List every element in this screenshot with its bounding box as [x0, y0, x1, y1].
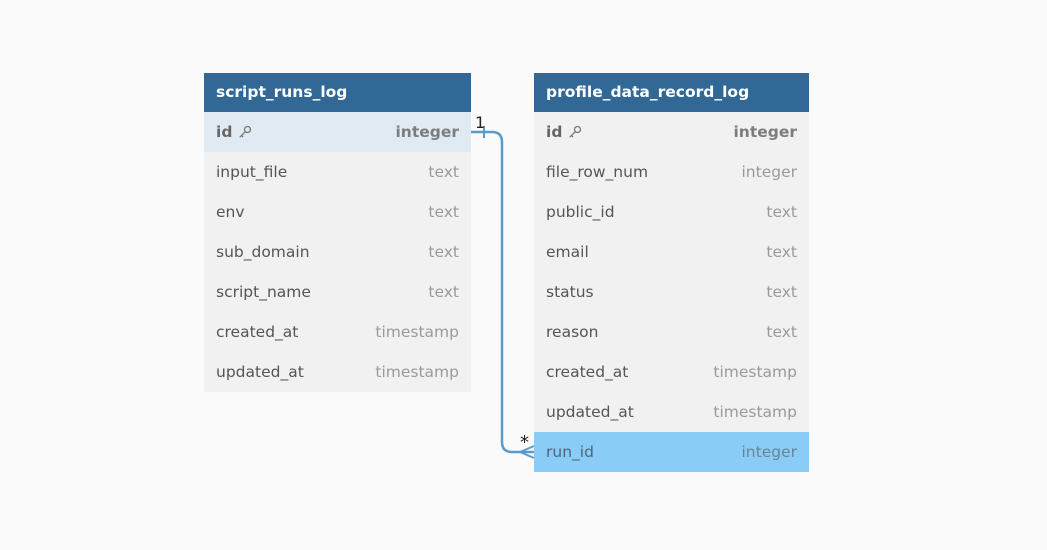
field-row-status[interactable]: status text: [534, 272, 809, 312]
field-name: id: [546, 123, 563, 141]
field-row-script-name[interactable]: script_name text: [204, 272, 471, 312]
field-type: timestamp: [713, 363, 797, 381]
field-type: timestamp: [375, 323, 459, 341]
field-row-email[interactable]: email text: [534, 232, 809, 272]
field-row-run-id[interactable]: run_id integer: [534, 432, 809, 472]
key-icon: [239, 125, 252, 138]
field-type: integer: [733, 123, 797, 141]
field-type: text: [766, 203, 797, 221]
field-row-env[interactable]: env text: [204, 192, 471, 232]
table-profile-data-record-log[interactable]: profile_data_record_log id integer file_…: [534, 73, 809, 472]
field-name: status: [546, 283, 594, 301]
field-name: email: [546, 243, 589, 261]
field-row-created-at[interactable]: created_at timestamp: [204, 312, 471, 352]
field-type: text: [766, 243, 797, 261]
table-header[interactable]: script_runs_log: [204, 73, 471, 112]
field-type: integer: [741, 443, 798, 461]
field-name: script_name: [216, 283, 311, 301]
field-row-input-file[interactable]: input_file text: [204, 152, 471, 192]
table-header[interactable]: profile_data_record_log: [534, 73, 809, 112]
field-type: integer: [395, 123, 459, 141]
field-row-created-at[interactable]: created_at timestamp: [534, 352, 809, 392]
field-type: text: [428, 163, 459, 181]
field-type: timestamp: [713, 403, 797, 421]
cardinality-one-label: 1: [475, 113, 486, 132]
field-name: updated_at: [216, 363, 304, 381]
field-row-id[interactable]: id integer: [534, 112, 809, 152]
field-type: text: [428, 203, 459, 221]
field-type: integer: [741, 163, 798, 181]
key-icon: [569, 125, 582, 138]
field-name: env: [216, 203, 245, 221]
field-row-updated-at[interactable]: updated_at timestamp: [204, 352, 471, 392]
field-name: input_file: [216, 163, 288, 181]
field-name: updated_at: [546, 403, 634, 421]
field-type: timestamp: [375, 363, 459, 381]
field-name: sub_domain: [216, 243, 310, 261]
field-name: public_id: [546, 203, 615, 221]
field-row-sub-domain[interactable]: sub_domain text: [204, 232, 471, 272]
field-row-id[interactable]: id integer: [204, 112, 471, 152]
cardinality-many-label: *: [520, 432, 529, 453]
table-script-runs-log[interactable]: script_runs_log id integer input_file te…: [204, 73, 471, 392]
field-type: text: [766, 323, 797, 341]
field-row-public-id[interactable]: public_id text: [534, 192, 809, 232]
field-name: created_at: [216, 323, 299, 341]
field-row-file-row-num[interactable]: file_row_num integer: [534, 152, 809, 192]
field-type: text: [428, 243, 459, 261]
field-name: reason: [546, 323, 599, 341]
field-row-updated-at[interactable]: updated_at timestamp: [534, 392, 809, 432]
field-type: text: [766, 283, 797, 301]
field-name: created_at: [546, 363, 629, 381]
field-name: file_row_num: [546, 163, 649, 181]
field-name: id: [216, 123, 233, 141]
field-type: text: [428, 283, 459, 301]
field-row-reason[interactable]: reason text: [534, 312, 809, 352]
field-name: run_id: [546, 443, 594, 461]
